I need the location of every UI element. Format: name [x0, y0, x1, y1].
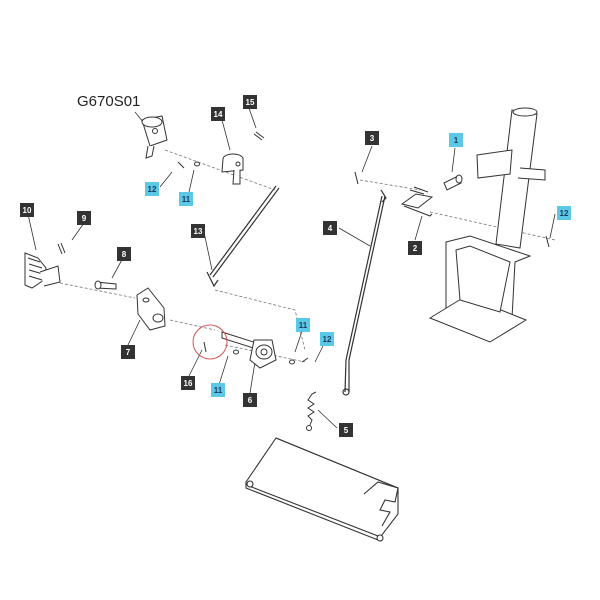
- callout-label: 5: [344, 426, 349, 435]
- callout-label: 11: [299, 321, 308, 330]
- callout-box: [179, 192, 193, 206]
- callout-11: 11: [179, 192, 193, 206]
- callout-box: [145, 182, 159, 196]
- callout-box: [243, 393, 257, 407]
- callout-9: 9: [77, 211, 91, 225]
- callout-2: 2: [408, 241, 422, 255]
- callout-label: 3: [370, 134, 375, 143]
- callout-label: 6: [248, 396, 253, 405]
- callout-box: [365, 131, 379, 145]
- part-cover-plate: [245, 437, 399, 542]
- part-lock-bracket: [141, 115, 168, 159]
- callout-box: [339, 423, 353, 437]
- part-pin-1: [443, 174, 463, 191]
- part-rod-4: [342, 189, 387, 396]
- callout-box: [557, 206, 571, 220]
- part-pin-9: [57, 242, 66, 255]
- callout-label: 12: [148, 185, 157, 194]
- callout-box: [181, 376, 195, 390]
- callout-box: [211, 383, 225, 397]
- callout-label: 12: [560, 209, 569, 218]
- callout-12: 12: [145, 182, 159, 196]
- part-clips: [177, 161, 550, 365]
- callout-15: 15: [243, 95, 257, 109]
- callout-10: 10: [20, 203, 34, 217]
- callout-1: 1: [449, 133, 463, 147]
- callout-box: [323, 221, 337, 235]
- callout-label: 13: [194, 227, 203, 236]
- callout-6: 6: [243, 393, 257, 407]
- callout-label: 7: [126, 348, 131, 357]
- callout-12: 12: [557, 206, 571, 220]
- part-pin-15: [253, 131, 265, 141]
- callout-label: 8: [122, 250, 127, 259]
- callout-box: [191, 224, 205, 238]
- callout-12: 12: [320, 332, 334, 346]
- callout-box: [211, 107, 225, 121]
- callout-7: 7: [121, 345, 135, 359]
- callout-box: [121, 345, 135, 359]
- callout-16: 16: [181, 376, 195, 390]
- callout-label: 11: [182, 195, 191, 204]
- callout-11: 11: [211, 383, 225, 397]
- part-shaft-6: [221, 331, 277, 369]
- callout-8: 8: [117, 247, 131, 261]
- part-link-2: [400, 186, 434, 217]
- callout-label: 16: [184, 379, 193, 388]
- callout-label: 12: [323, 335, 332, 344]
- part-spring-5: [306, 391, 317, 431]
- callout-label: 11: [214, 386, 223, 395]
- callout-label: 1: [454, 136, 459, 145]
- callout-box: [320, 332, 334, 346]
- callout-box: [117, 247, 131, 261]
- callout-box: [408, 241, 422, 255]
- part-pedal-10: [24, 252, 61, 289]
- callout-box: [20, 203, 34, 217]
- callout-label: 14: [214, 110, 223, 119]
- callout-box: [77, 211, 91, 225]
- part-bracket-7: [136, 287, 166, 331]
- callout-label: 2: [413, 244, 418, 253]
- callout-box: [296, 318, 310, 332]
- diagram-code: G670S01: [77, 93, 140, 110]
- callout-4: 4: [323, 221, 337, 235]
- part-rod-13: [206, 185, 280, 288]
- leader-lines: [27, 107, 556, 429]
- callout-label: 15: [246, 98, 255, 107]
- highlight-circle: [192, 324, 228, 360]
- callout-14: 14: [211, 107, 225, 121]
- callout-label: 9: [82, 214, 87, 223]
- callout-box: [449, 133, 463, 147]
- part-bolt-8: [94, 280, 117, 290]
- callout-box: [243, 95, 257, 109]
- part-collar-14: [221, 153, 244, 185]
- callout-13: 13: [191, 224, 205, 238]
- callout-11: 11: [296, 318, 310, 332]
- part-pedal-post: [428, 107, 546, 343]
- callout-3: 3: [365, 131, 379, 145]
- callout-5: 5: [339, 423, 353, 437]
- callout-label: 10: [23, 206, 32, 215]
- callout-label: 4: [328, 224, 333, 233]
